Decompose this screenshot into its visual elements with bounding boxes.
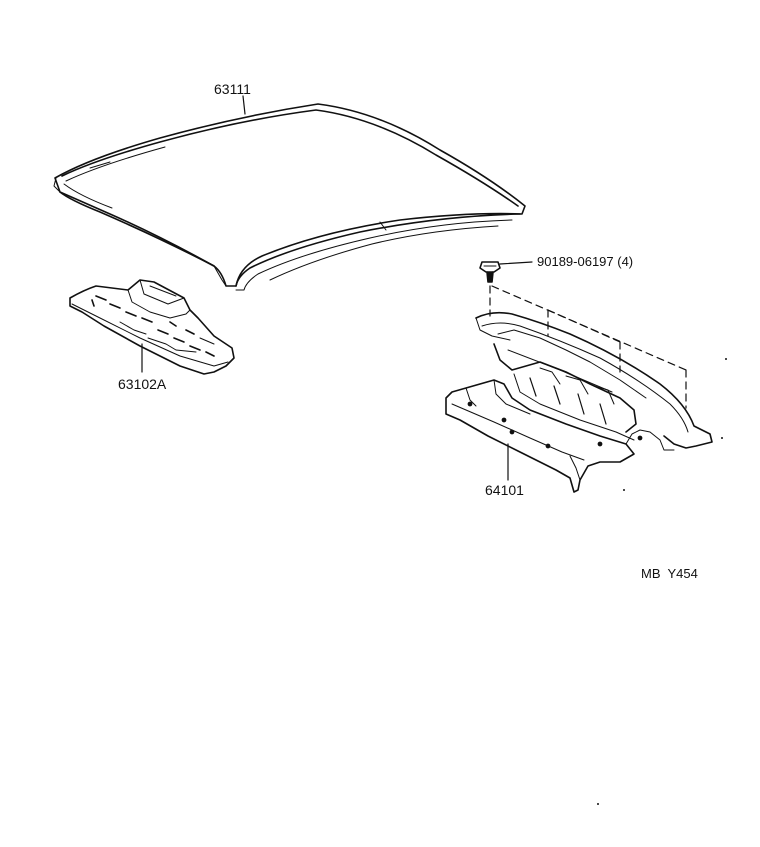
install-guide-lines xyxy=(490,286,686,408)
part-number-clip: 90189-06197 (4) xyxy=(537,254,634,269)
part-number-rear-package-tray: 64101 xyxy=(485,482,524,498)
front-header-panel-drawing xyxy=(70,280,234,374)
part-number-roof-panel: 63111 xyxy=(214,81,251,97)
diagram-code: MB Y454 xyxy=(641,566,698,581)
stray-marks xyxy=(597,358,727,805)
rear-package-tray-drawing xyxy=(446,313,712,492)
part-number-front-header-panel: 63102A xyxy=(118,376,167,392)
roof-panel-drawing xyxy=(54,96,525,290)
clip-drawing xyxy=(480,262,532,282)
